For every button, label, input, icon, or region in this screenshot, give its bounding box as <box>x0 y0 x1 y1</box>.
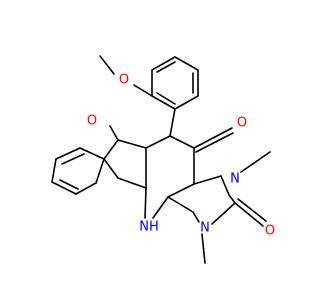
bond-line <box>145 135 171 149</box>
bond-line <box>51 158 57 183</box>
bond-line <box>59 179 79 190</box>
bond-line <box>193 127 233 149</box>
atom-label-carbonyl-right-oxygen: O <box>265 224 275 239</box>
bond-line <box>228 194 236 204</box>
bond-line <box>156 61 176 73</box>
bond-line <box>151 95 176 110</box>
bond-line <box>55 147 81 160</box>
atom-label-n-methyl-bottom: N <box>200 221 210 236</box>
atom-label-carbonyl-top-oxygen: O <box>237 116 247 131</box>
bond-line <box>192 211 200 223</box>
bond-line <box>75 182 97 195</box>
bond-line <box>201 233 206 264</box>
bond-line <box>169 108 176 137</box>
bond-line <box>79 147 105 160</box>
atom-label-n-methyl-right: N <box>230 172 240 187</box>
bond-line <box>240 151 271 173</box>
bond-line <box>169 135 195 149</box>
bond-line <box>117 177 147 189</box>
bond-line <box>156 92 176 105</box>
bond-line <box>61 153 85 165</box>
bond-line <box>220 175 230 196</box>
bond-line <box>144 187 147 219</box>
bond-line <box>99 55 115 75</box>
bond-line <box>174 95 199 110</box>
bond-line <box>95 158 105 184</box>
bond-line <box>237 198 267 222</box>
bond-line <box>234 202 264 227</box>
bond-line <box>103 158 119 179</box>
bond-line <box>51 181 77 195</box>
bond-line <box>174 56 199 71</box>
chemical-structure: O O O O NH N N <box>51 55 275 264</box>
atom-label-indenone-oxygen: O <box>87 114 97 129</box>
bond-line <box>117 139 147 149</box>
bond-line <box>103 139 119 160</box>
bond-line <box>109 125 119 141</box>
bond-line <box>133 84 153 97</box>
bond-line <box>151 56 176 71</box>
bond-line <box>152 196 169 219</box>
bonds <box>51 55 271 264</box>
bond-line <box>193 175 222 185</box>
bond-line <box>167 196 194 213</box>
atom-label-methoxy-oxygen: O <box>119 73 129 88</box>
bond-line <box>167 183 195 198</box>
atom-label-nh: NH <box>139 220 159 235</box>
bond-line <box>195 132 234 153</box>
bond-line <box>211 202 236 225</box>
